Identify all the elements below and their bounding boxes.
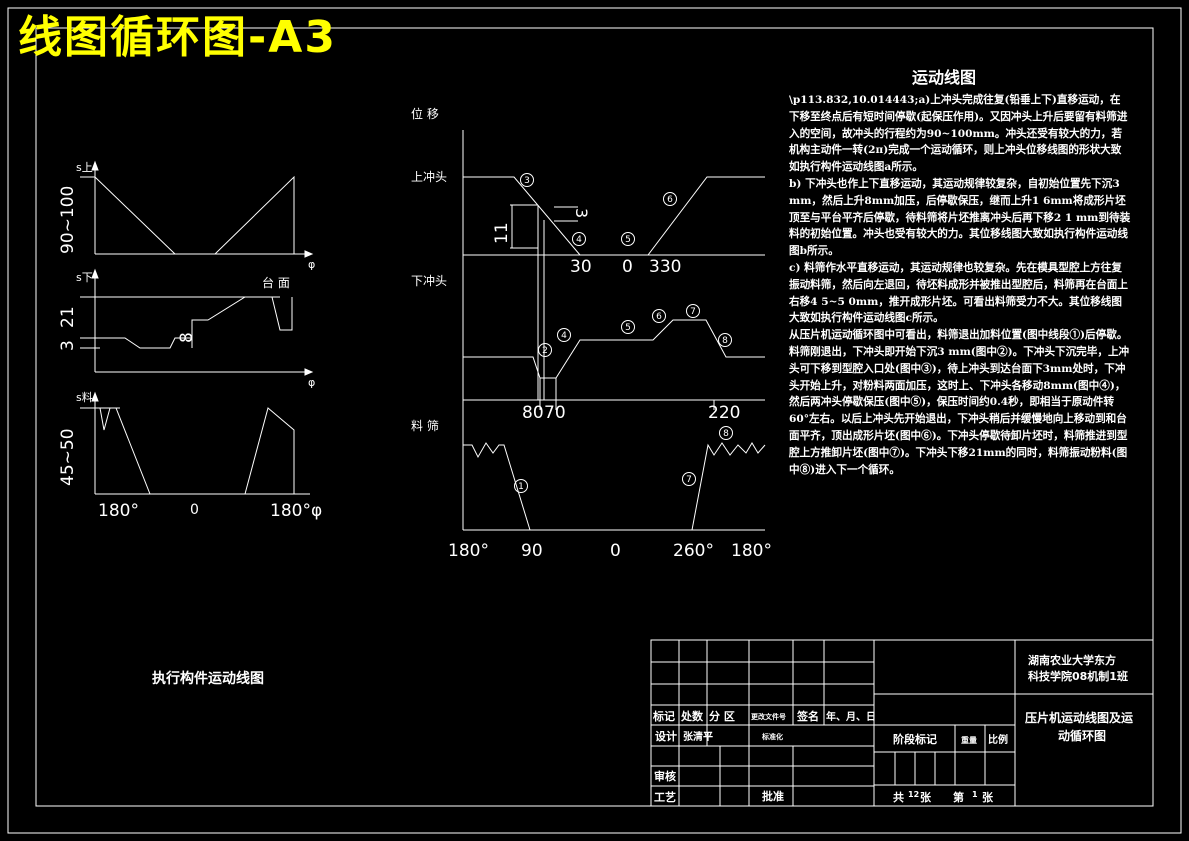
cycle-markers	[514, 173, 733, 493]
inner-frame	[35, 27, 1154, 807]
chart-c-x-right: 180°φ	[270, 501, 322, 521]
row-lower-label: 下冲头	[411, 273, 447, 288]
tb-design: 设计	[655, 729, 677, 743]
diagram-caption: 执行构件运动线图	[152, 671, 264, 687]
marker-3a: 3	[524, 176, 530, 186]
description-para-b: b) 下冲头也作上下直移运动，其运动规律较复杂，自初始位置先下沉3 mm，然后上…	[789, 177, 1131, 258]
bottom-tick-180-right: 180°	[731, 541, 772, 561]
chart-b-platform: 台 面	[262, 275, 290, 290]
tb-h-zone: 分 区	[709, 709, 735, 723]
marker-4b: 4	[561, 331, 567, 341]
title-block-grid	[650, 639, 1154, 807]
chart-c-x-mid: 0	[190, 502, 199, 518]
tb-weight: 重量	[961, 735, 977, 745]
chart-b-label-3: 3	[58, 340, 78, 351]
tb-standard: 标准化	[761, 732, 783, 741]
marker-1: 1	[518, 482, 524, 492]
chart-c	[80, 391, 310, 495]
description-para-a: \p113.832,10.014443;a)上冲头完成往复(铅垂上下)直移运动，…	[789, 94, 1128, 174]
marker-5a: 5	[625, 235, 631, 245]
upper-tick-330: 330	[649, 257, 681, 277]
tb-sheet-no: 1	[972, 790, 978, 799]
bottom-tick-0: 0	[610, 541, 621, 561]
tb-sheets-total-prefix: 共	[893, 790, 904, 804]
tb-drawing-title-2: 动循环图	[1058, 728, 1106, 743]
bottom-tick-90: 90	[521, 541, 543, 561]
row-disp-label: 位 移	[411, 106, 439, 121]
lower-tick-220: 220	[708, 403, 740, 423]
tb-review: 审核	[654, 769, 676, 783]
marker-6a: 6	[667, 195, 673, 205]
chart-c-range-label: 45~50	[58, 428, 78, 486]
description-title: 运动线图	[912, 68, 977, 87]
chart-b-xlabel: φ	[308, 376, 315, 389]
bottom-tick-180-left: 180°	[448, 541, 489, 561]
dim-3-label: 3	[572, 208, 591, 218]
chart-b-ylabel: s下	[76, 271, 93, 284]
description-para-c: c) 料筛作水平直移运动，其运动规律也较复杂。先在模具型腔上方往复振动料筛，然后…	[789, 261, 1128, 325]
chart-a-range-label: 90~100	[58, 186, 78, 254]
tb-sheets-total: 12	[908, 790, 919, 799]
marker-2: 2	[542, 346, 548, 356]
row-sieve-label: 料 筛	[411, 418, 439, 433]
tb-sheet-no-suffix: 张	[982, 790, 994, 804]
chart-c-ylabel: s料	[76, 390, 93, 404]
drawing-banner: 线图循环图-A3	[18, 12, 337, 63]
tb-h-count: 处数	[680, 709, 704, 723]
tb-h-date: 年、月、日	[826, 710, 876, 723]
upper-tick-30: 30	[570, 257, 592, 277]
upper-tick-0: 0	[622, 257, 633, 277]
marker-8a: 8	[722, 336, 728, 346]
chart-c-x-left: 180°	[98, 501, 139, 521]
tb-process: 工艺	[654, 790, 676, 804]
tb-drawing-title-1: 压片机运动线图及运	[1025, 710, 1133, 725]
tb-sheets-total-suffix: 张	[920, 790, 932, 804]
chart-a-ylabel: s上	[76, 161, 93, 174]
lower-tick-80: 80	[522, 403, 544, 423]
row-upper-label: 上冲头	[411, 169, 447, 184]
tb-school-line2: 科技学院08机制1班	[1028, 669, 1128, 683]
marker-4a: 4	[576, 235, 582, 245]
chart-b-label-21: 21	[58, 306, 78, 328]
marker-8b: 8	[723, 429, 729, 439]
tb-h-docno: 更改文件号	[751, 712, 786, 721]
description-para-cycle: 从压片机运动循环图中可看出，料筛退出加料位置(图中线段①)后停歇。料筛刚退出，下…	[789, 329, 1130, 476]
marker-5b: 5	[625, 323, 631, 333]
outer-frame	[7, 7, 1182, 834]
chart-a	[80, 160, 314, 258]
marker-6b: 6	[656, 312, 662, 322]
tb-approve: 批准	[762, 789, 784, 803]
marker-7a: 7	[690, 307, 696, 317]
cycle-diagram	[462, 130, 766, 531]
tb-stage: 阶段标记	[893, 732, 937, 746]
marker-7b: 7	[686, 475, 692, 485]
lower-tick-70: 70	[544, 403, 566, 423]
tb-scale: 比例	[988, 733, 1008, 746]
dim-11-label: 11	[492, 222, 512, 244]
bottom-tick-260: 260°	[673, 541, 714, 561]
tb-sheet-no-prefix: 第	[953, 790, 964, 804]
tb-school-line1: 湖南农业大学东方	[1028, 653, 1116, 667]
chart-b	[80, 268, 314, 376]
chart-b-label-8: 8	[177, 332, 197, 343]
description-text: \p113.832,10.014443;a)上冲头完成往复(铅垂上下)直移运动，…	[789, 92, 1131, 478]
tb-designer: 张清平	[683, 730, 713, 743]
tb-h-sign: 签名	[796, 709, 819, 723]
chart-a-xlabel: φ	[308, 258, 315, 271]
tb-h-mark: 标记	[652, 709, 675, 723]
